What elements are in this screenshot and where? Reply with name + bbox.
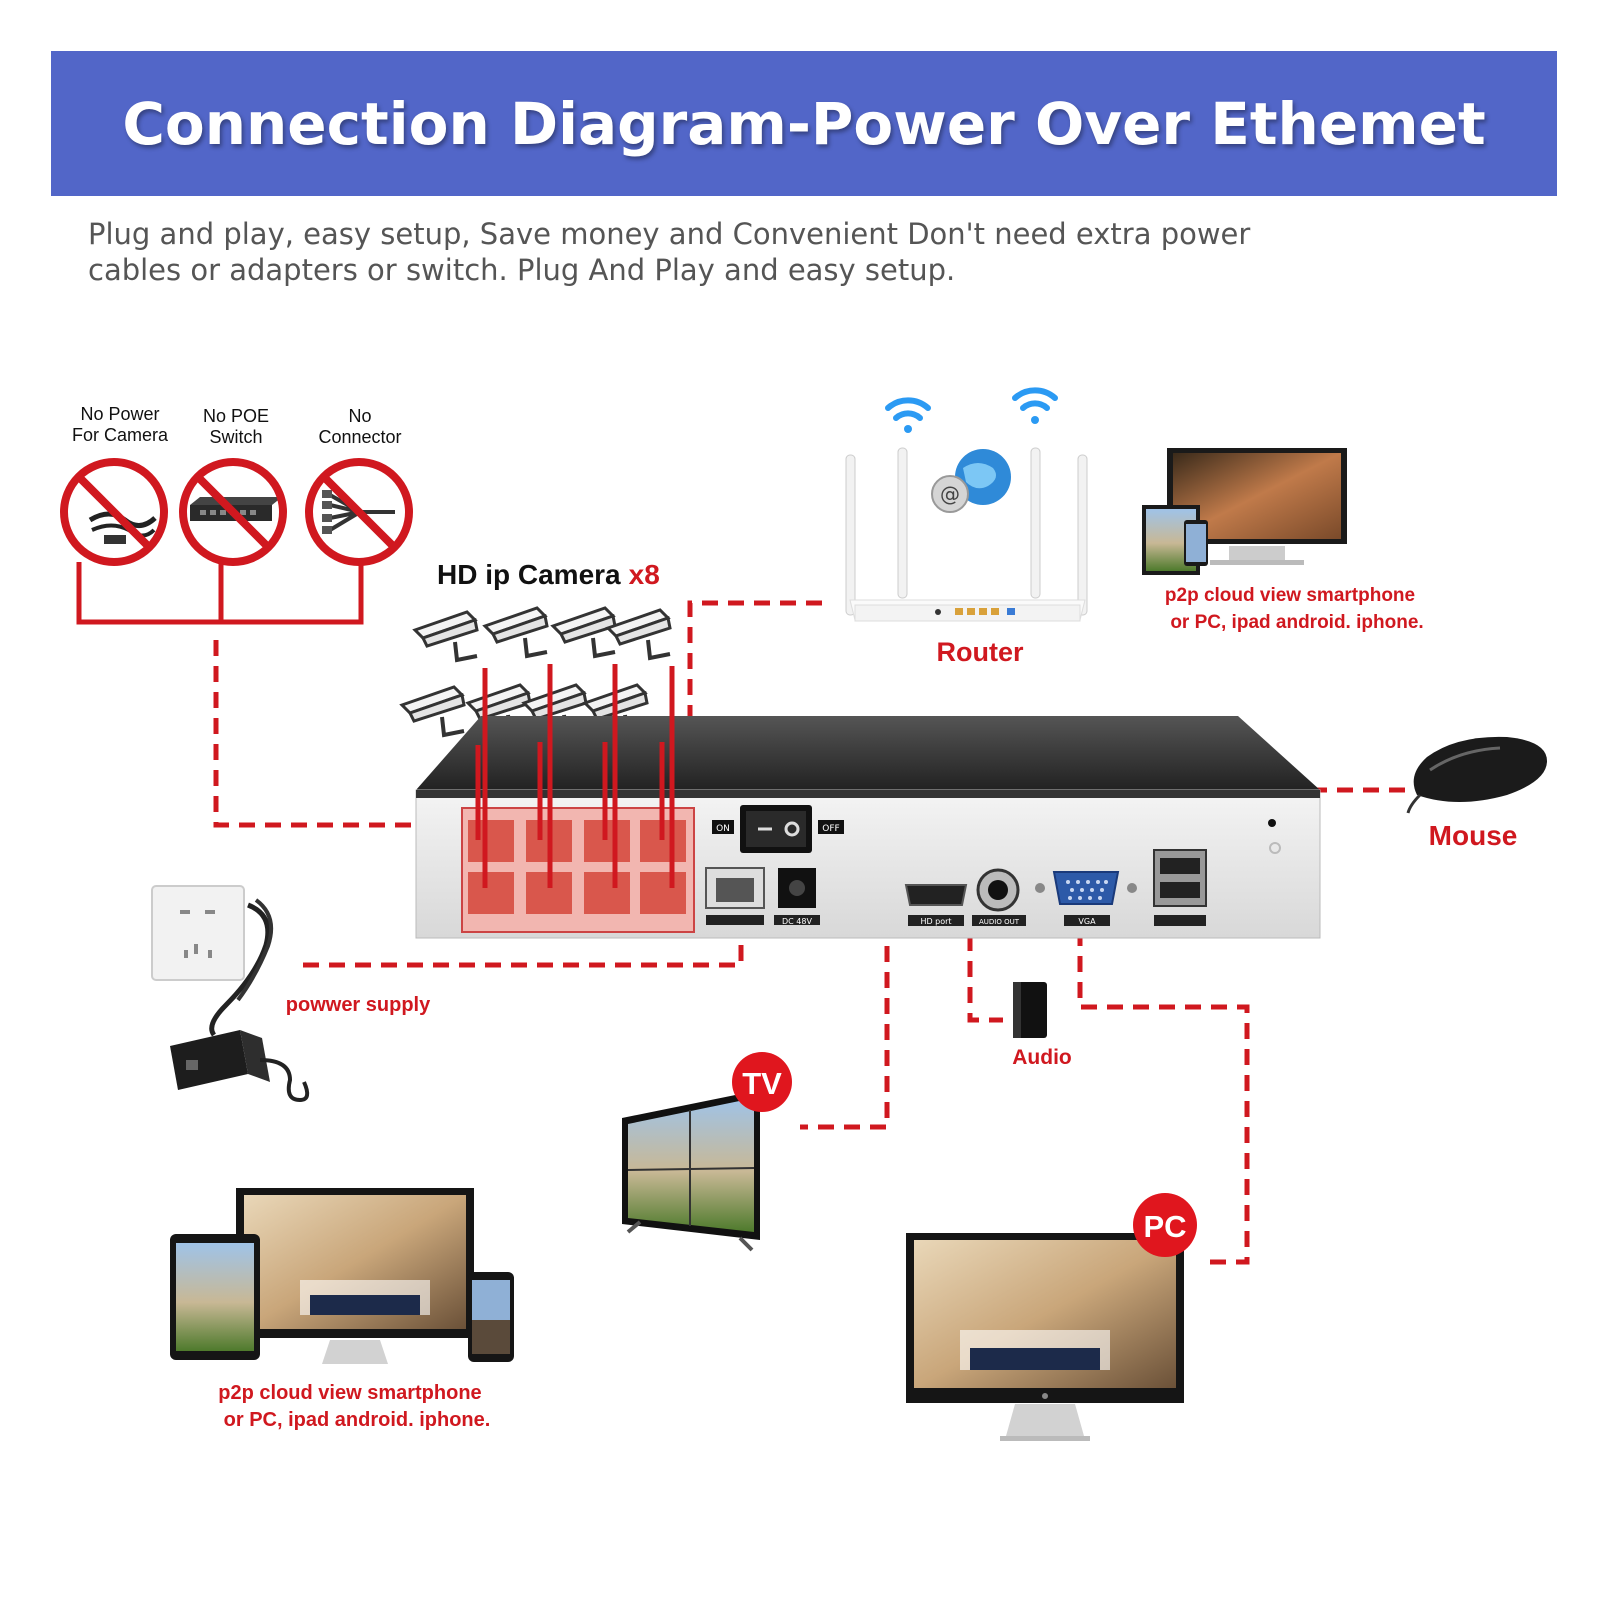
no-connector-label-2: Connector bbox=[318, 427, 401, 447]
hdmi-to-tv-line bbox=[800, 920, 890, 1130]
tv-badge-text: TV bbox=[742, 1066, 782, 1101]
tv-icon bbox=[622, 1090, 760, 1252]
power-supply-label: powwer supply bbox=[286, 994, 431, 1016]
intro-text: Plug and play, easy setup, Save money an… bbox=[88, 216, 1388, 288]
camera-group bbox=[399, 606, 672, 738]
dc-label: DC 48V bbox=[782, 917, 812, 926]
intro-line-1: Plug and play, easy setup, Save money an… bbox=[88, 217, 1251, 251]
nvr-device: ON OFF DC 48V HD port AUDIO OUT VGA bbox=[415, 664, 1321, 939]
switch-off-label: OFF bbox=[822, 824, 839, 834]
no-poe-switch-icon bbox=[179, 458, 287, 566]
camera-icon bbox=[482, 606, 549, 659]
audio-out-label: AUDIO OUT bbox=[979, 918, 1020, 926]
audio-out-to-speaker-line bbox=[967, 935, 1003, 1023]
hdmi-label: HD port bbox=[920, 917, 951, 926]
camera-icon bbox=[605, 608, 672, 661]
mouse-icon bbox=[1406, 736, 1547, 814]
pc-badge: PC bbox=[1133, 1193, 1197, 1257]
pc-badge-text: PC bbox=[1143, 1209, 1186, 1244]
vga-to-pc-line bbox=[1077, 930, 1250, 1265]
intro-line-2: cables or adapters or switch. Plug And P… bbox=[88, 253, 956, 287]
camera-icon bbox=[399, 685, 466, 738]
page-title: Connection Diagram-Power Over Ethemet bbox=[122, 89, 1486, 158]
router-label: Router bbox=[937, 637, 1024, 667]
audio-label: Audio bbox=[1012, 1046, 1071, 1069]
tv-badge: TV bbox=[732, 1052, 792, 1112]
camera-label-text: HD ip Camera bbox=[437, 559, 621, 590]
no-power-label-1: No Power bbox=[80, 404, 159, 424]
mouse-label: Mouse bbox=[1429, 820, 1518, 851]
camera-icon bbox=[412, 610, 479, 663]
no-power-label-2: For Camera bbox=[72, 425, 169, 445]
router-icon: @ bbox=[845, 447, 1088, 622]
cloud-bottom-line-2: or PC, ipad android. iphone. bbox=[224, 1409, 491, 1431]
pc-monitor-icon bbox=[906, 1233, 1184, 1441]
camera-count: x8 bbox=[629, 559, 660, 590]
power-outlet-icon bbox=[151, 885, 245, 981]
no-items-group: No Power For Camera No POE Switch No Con… bbox=[60, 404, 413, 625]
no-items-to-nvr-line bbox=[213, 640, 463, 828]
cloud-top-line-2: or PC, ipad android. iphone. bbox=[1170, 612, 1423, 633]
no-poe-label-1: No POE bbox=[203, 406, 269, 426]
wifi-icon-left bbox=[885, 397, 931, 433]
title-banner: Connection Diagram-Power Over Ethemet bbox=[51, 51, 1557, 196]
svg-text:@: @ bbox=[940, 482, 960, 506]
vga-label: VGA bbox=[1078, 917, 1096, 926]
cloud-bottom-line-1: p2p cloud view smartphone bbox=[218, 1382, 481, 1404]
speaker-icon bbox=[1013, 982, 1047, 1038]
switch-on-label: ON bbox=[716, 824, 730, 834]
power-adapter-icon bbox=[170, 898, 310, 1103]
cloud-top-line-1: p2p cloud view smartphone bbox=[1165, 585, 1415, 606]
cloud-devices-bottom bbox=[170, 1188, 514, 1364]
wifi-icon-right bbox=[1012, 387, 1058, 424]
no-power-icon bbox=[60, 458, 168, 566]
no-poe-label-2: Switch bbox=[209, 427, 262, 447]
no-connector-icon bbox=[305, 458, 413, 566]
camera-icon bbox=[550, 606, 617, 659]
cloud-devices-top bbox=[1142, 448, 1347, 575]
router-to-nvr-line bbox=[687, 600, 822, 820]
camera-label: HD ip Camera x8 bbox=[437, 559, 660, 590]
no-connector-label-1: No bbox=[348, 406, 371, 426]
